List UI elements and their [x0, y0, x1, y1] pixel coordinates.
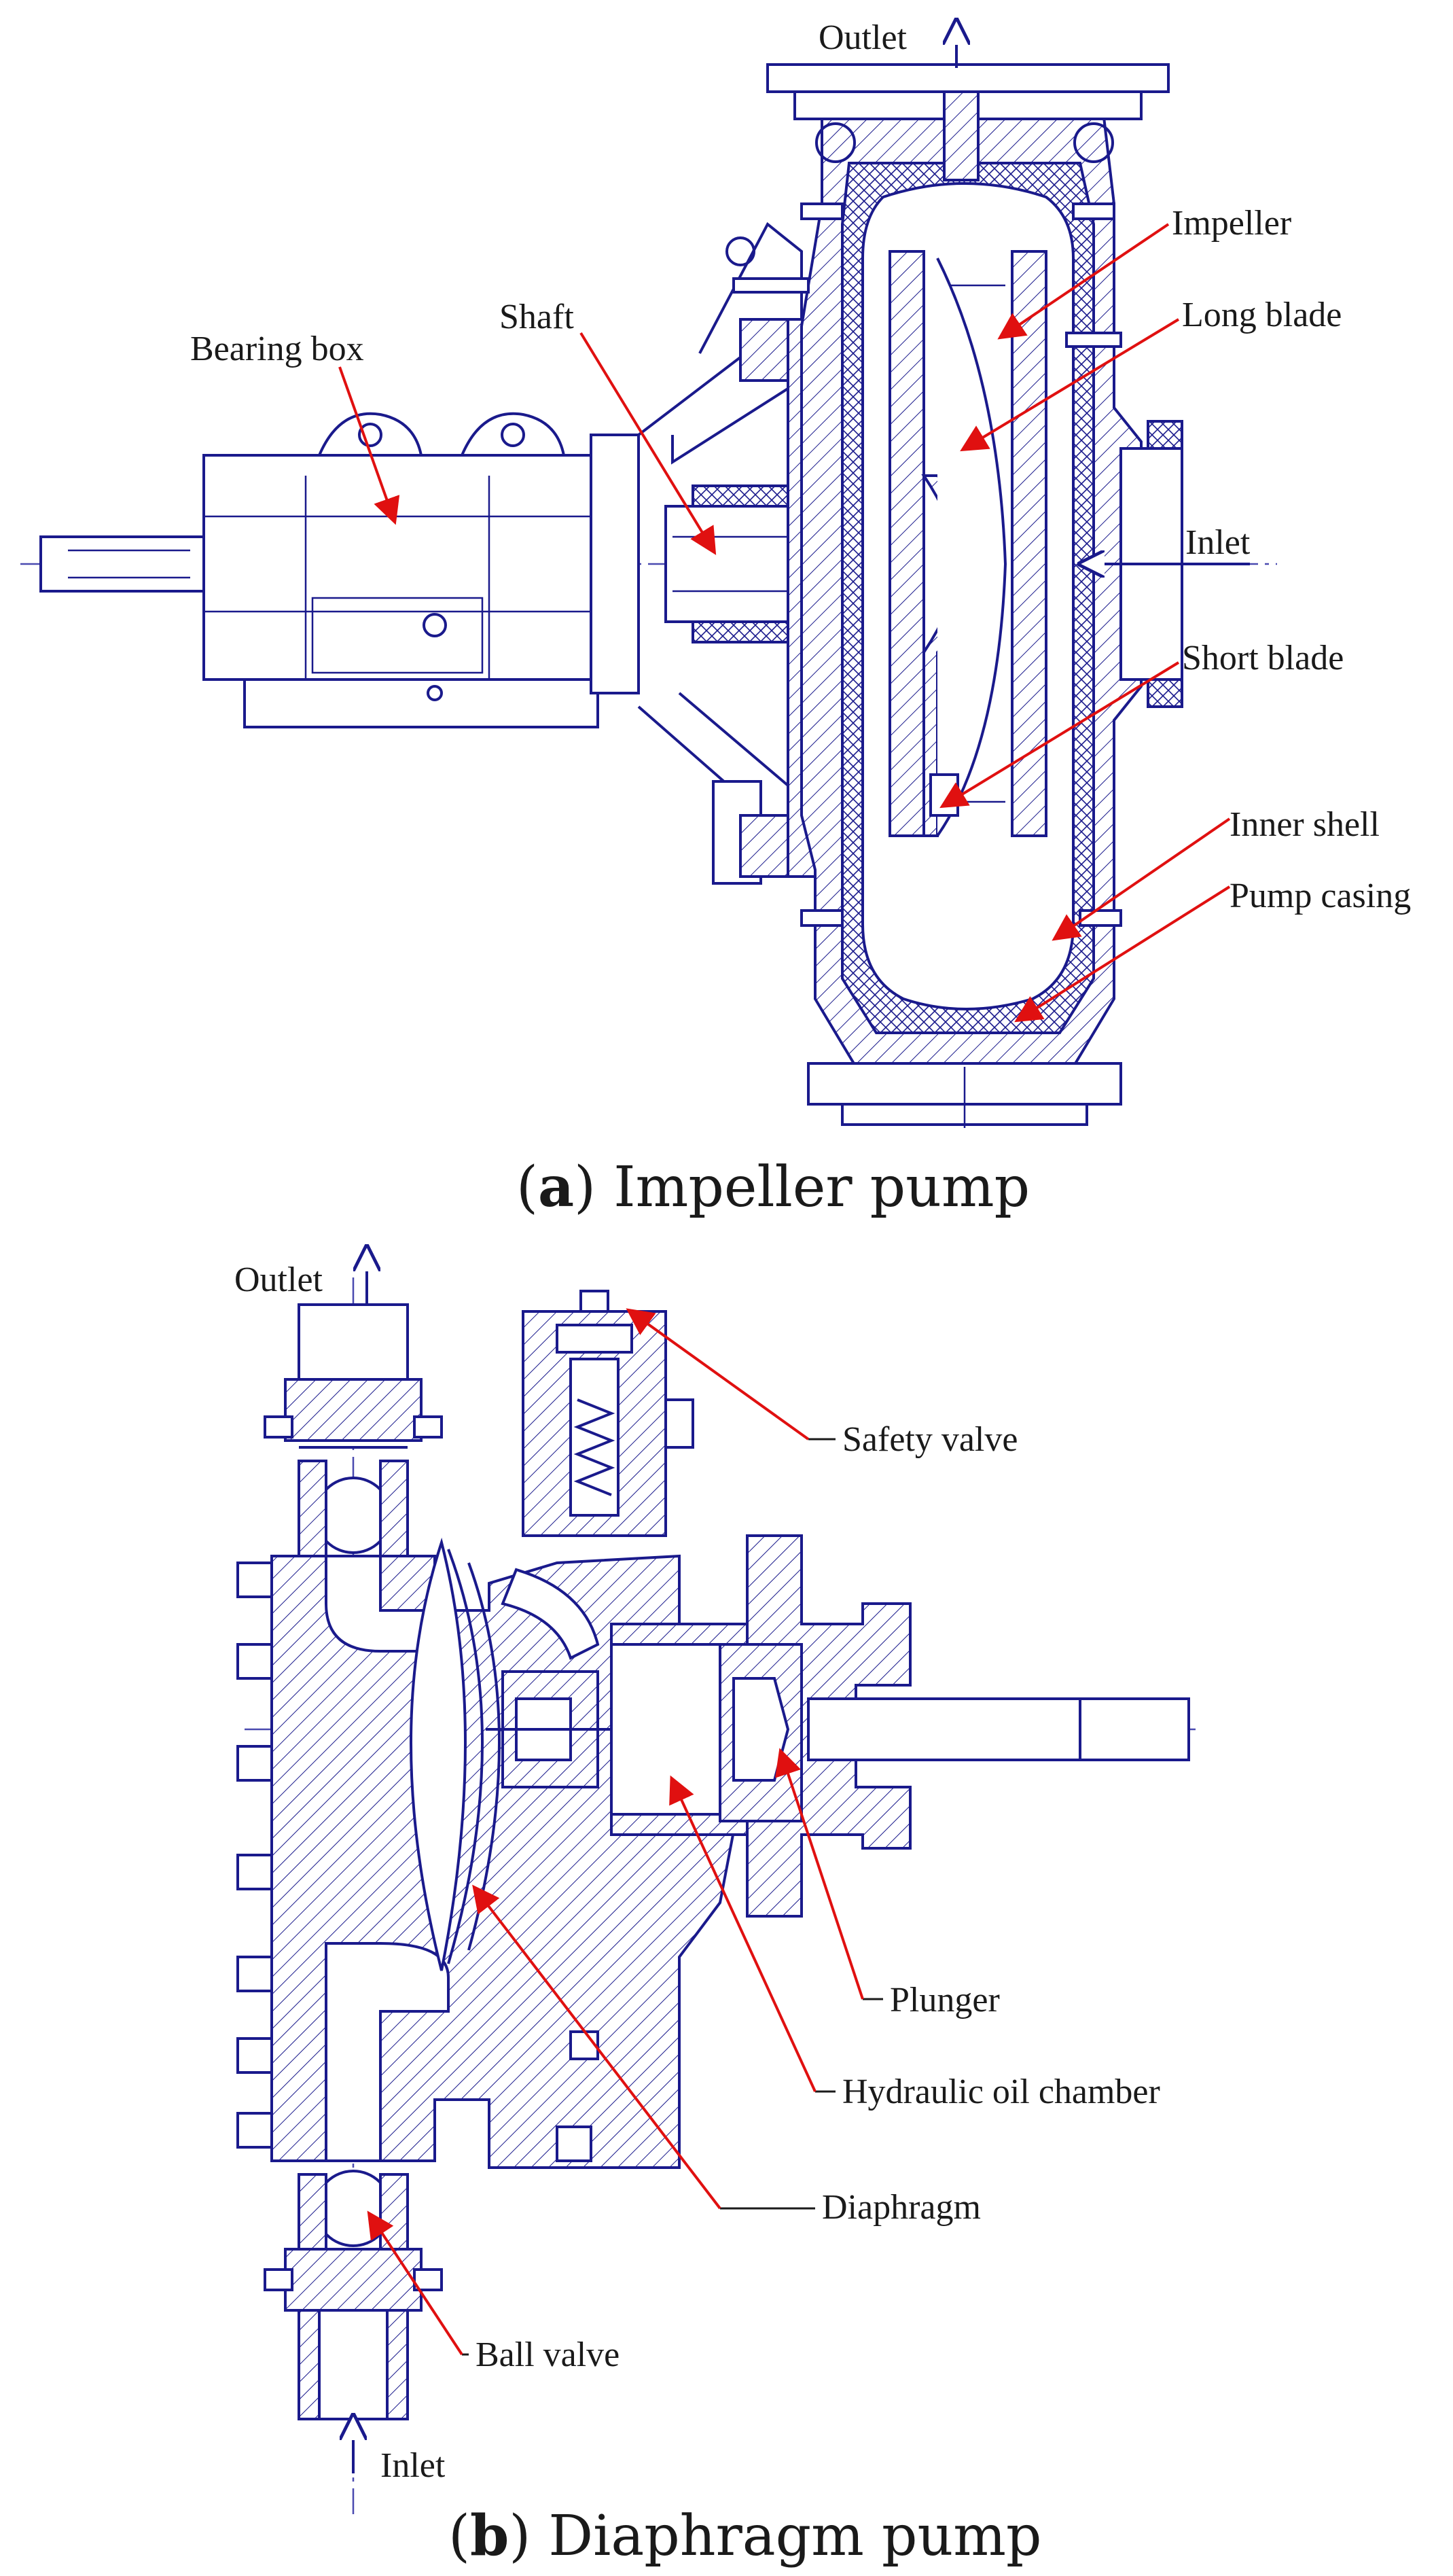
bottom-flange [807, 1062, 1122, 1128]
label-ball-valve: Ball valve [476, 2335, 620, 2374]
caption-b: (b) Diaphragm pump [448, 2503, 1042, 2569]
label-safety-valve: Safety valve [842, 1420, 1018, 1459]
label-outlet-b: Outlet [234, 1260, 323, 1299]
shaft-end [39, 535, 205, 593]
label-inner-shell: Inner shell [1230, 805, 1380, 844]
safety-valve-body [522, 1290, 694, 1537]
bearing-box-body [202, 412, 640, 728]
impeller-pump-pointers [338, 223, 1231, 1023]
diaphragm-membrane [447, 1549, 484, 1964]
caption-a: (a) Impeller pump [516, 1154, 1030, 1220]
diaphragm-pump-pointers [367, 1308, 883, 2356]
label-inlet-b: Inlet [380, 2446, 446, 2485]
label-pump-casing: Pump casing [1230, 877, 1411, 915]
diaphragm-chamber [410, 1537, 467, 1971]
impeller-body [889, 250, 1047, 837]
label-shaft: Shaft [499, 298, 574, 336]
diaphragm-plate [486, 1670, 611, 1788]
label-bearing-box: Bearing box [190, 330, 364, 368]
caption-a-text: Impeller pump [596, 1155, 1030, 1220]
caption-b-letter: b [470, 2503, 509, 2569]
outlet-flange [766, 63, 1170, 181]
label-short-blade: Short blade [1182, 639, 1344, 677]
label-inlet-a: Inlet [1185, 523, 1251, 562]
label-outlet-a: Outlet [819, 18, 908, 57]
casing-bolts [732, 202, 1122, 927]
body-bolts [236, 1562, 599, 2162]
inlet-pipe-b [264, 2159, 443, 2420]
plunger-housing [719, 1534, 1190, 1918]
label-long-blade: Long blade [1182, 296, 1342, 334]
diaphragm-pump-diagram: Outlet Safety valve Plunger Hydraulic oi… [234, 1247, 1196, 2569]
impeller-pump-diagram: Outlet Impeller Long blade Bearing box S… [20, 18, 1411, 1220]
label-diaphragm: Diaphragm [822, 2188, 981, 2227]
label-plunger: Plunger [890, 1981, 1000, 2019]
outlet-pipe [264, 1303, 443, 1557]
label-hydraulic-oil-chamber: Hydraulic oil chamber [842, 2072, 1160, 2111]
label-impeller: Impeller [1172, 204, 1291, 243]
caption-b-text: Diaphragm pump [531, 2504, 1041, 2569]
caption-a-letter: a [538, 1154, 574, 1220]
